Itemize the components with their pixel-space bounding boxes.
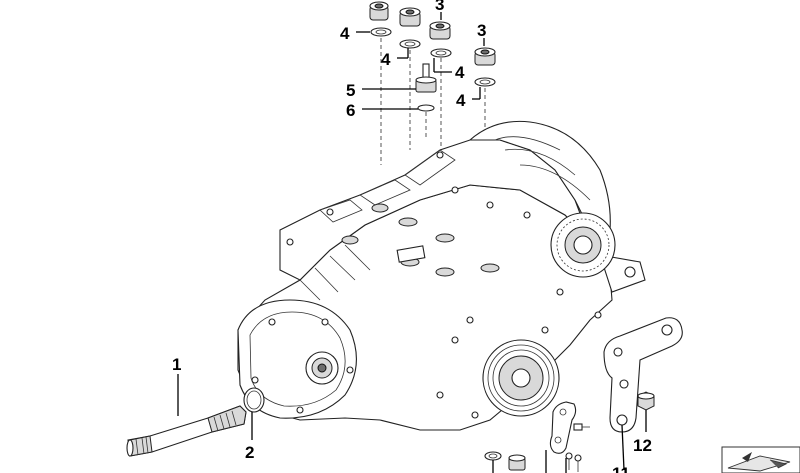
leader-lines [177, 12, 647, 473]
washer-part [474, 77, 496, 87]
callout-12: 12 [633, 436, 652, 455]
callout-6: 6 [346, 101, 355, 120]
cap-part [369, 1, 389, 21]
cap-part [399, 7, 421, 27]
callout-11: 11 [612, 464, 630, 473]
callout-1: 1 [172, 355, 181, 374]
cap-part [429, 21, 451, 40]
callout-4: 4 [455, 63, 465, 82]
sensor-bolt-part [415, 63, 437, 93]
bottom-parts [484, 401, 590, 472]
o-ring-part [417, 104, 435, 112]
callout-5: 5 [346, 81, 355, 100]
washer-part [430, 48, 452, 58]
callout-2: 2 [245, 443, 254, 462]
cap-part [474, 47, 496, 66]
input-shaft-part [126, 405, 247, 457]
callout-4: 4 [340, 24, 350, 43]
transmission-housing [237, 120, 646, 431]
nut-part [637, 391, 655, 411]
callout-4: 4 [456, 91, 466, 110]
mounting-bracket-part [603, 317, 683, 433]
callout-3: 3 [477, 21, 486, 40]
callout-4: 4 [381, 50, 391, 69]
washer-part [370, 27, 392, 37]
callout-3: 3 [435, 0, 444, 14]
callout-labels: 1 2 3 3 3 4 4 4 4 5 6 11 12 [172, 0, 652, 473]
navigation-arrow-icon[interactable] [721, 446, 800, 473]
circlip-part [243, 387, 265, 413]
top-fasteners [369, 1, 496, 165]
washer-part [399, 39, 421, 49]
